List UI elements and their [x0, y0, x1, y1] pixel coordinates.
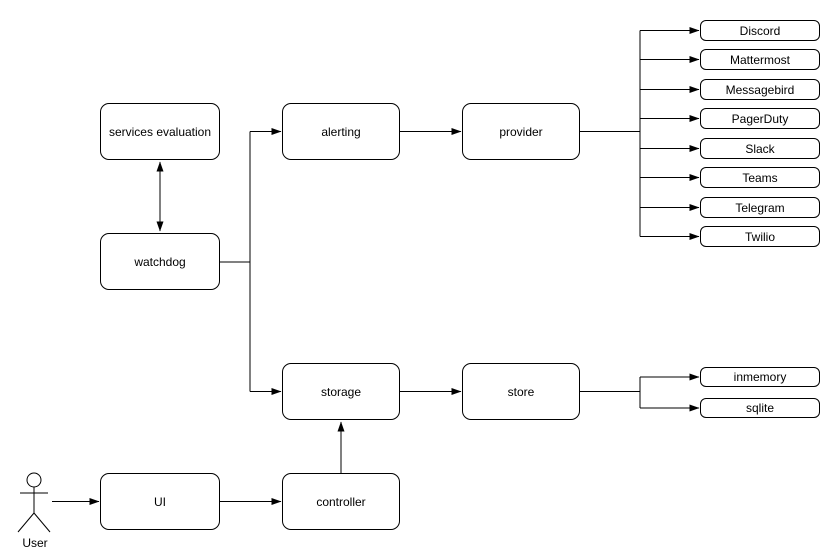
node-storage: storage: [282, 363, 400, 420]
node-ui: UI: [100, 473, 220, 530]
node-slack: Slack: [700, 138, 820, 159]
user-actor-icon: [17, 472, 51, 533]
node-store: store: [462, 363, 580, 420]
node-twilio: Twilio: [700, 226, 820, 247]
node-alerting: alerting: [282, 103, 400, 160]
node-discord: Discord: [700, 20, 820, 41]
node-controller: controller: [282, 473, 400, 530]
node-messagebird: Messagebird: [700, 79, 820, 100]
node-watchdog: watchdog: [100, 233, 220, 290]
node-telegram: Telegram: [700, 197, 820, 218]
node-inmemory: inmemory: [700, 367, 820, 387]
node-provider: provider: [462, 103, 580, 160]
node-teams: Teams: [700, 167, 820, 188]
node-mattermost: Mattermost: [700, 49, 820, 70]
node-sqlite: sqlite: [700, 398, 820, 418]
user-actor-label: User: [22, 536, 48, 550]
node-services-evaluation: services evaluation: [100, 103, 220, 160]
node-pagerduty: PagerDuty: [700, 108, 820, 129]
